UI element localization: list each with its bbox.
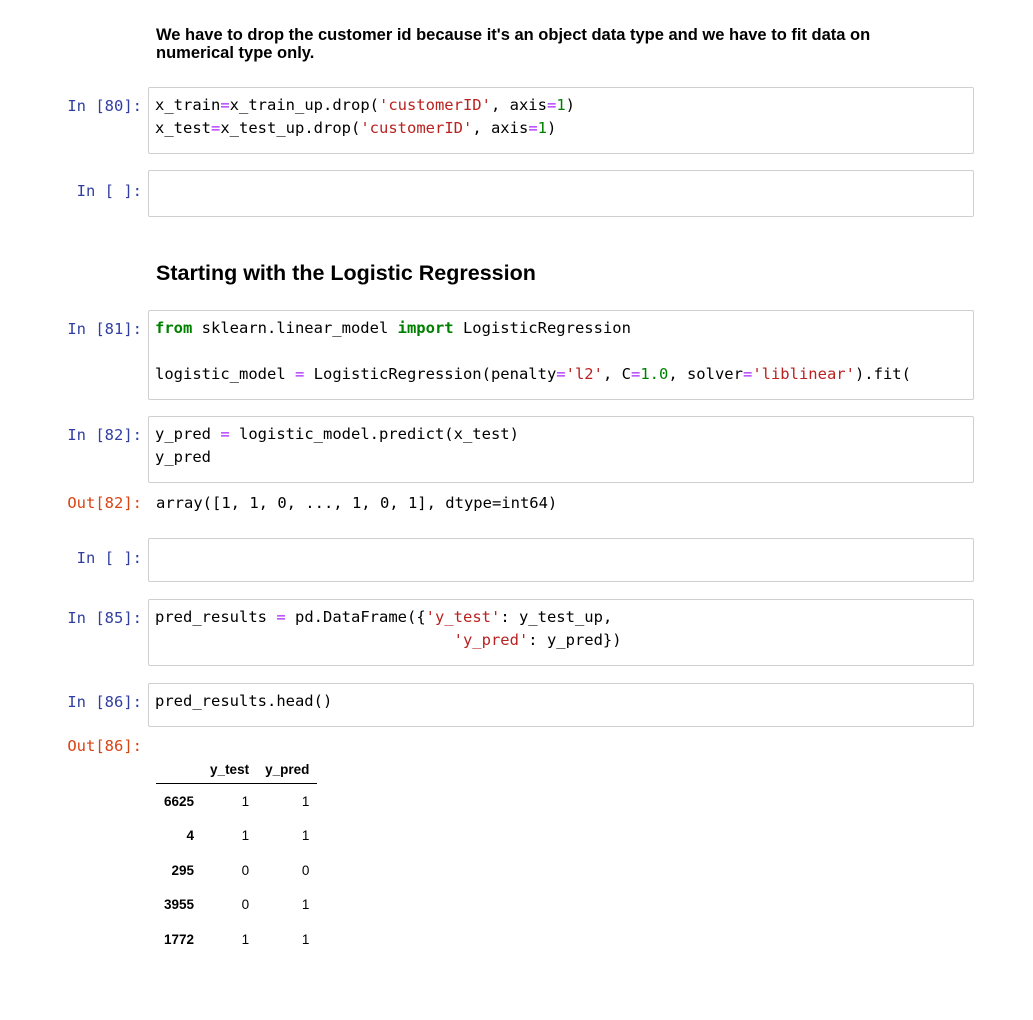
code-token: , axis xyxy=(490,96,547,114)
code-content: from sklearn.linear_model import Logisti… xyxy=(149,311,973,386)
code-input-area[interactable]: y_pred = logistic_model.predict(x_test) … xyxy=(148,416,974,483)
code-operator: = xyxy=(220,425,230,443)
index-header xyxy=(156,755,203,784)
row-index: 295 xyxy=(171,862,195,878)
code-string: 'l2' xyxy=(565,365,603,383)
column-header-y-pred: y_pred xyxy=(257,755,318,784)
table-row: 3955 0 1 xyxy=(156,888,317,923)
input-prompt: In [86]: xyxy=(67,693,142,711)
code-token: ).fit( xyxy=(854,365,911,383)
code-operator: = xyxy=(220,96,230,114)
code-operator: = xyxy=(546,96,557,114)
code-string: 'customerID' xyxy=(378,96,491,114)
code-token: LogisticRegression(penalty xyxy=(304,365,557,383)
dataframe-output-table: y_test y_pred 6625 1 1 4 1 1 295 0 0 395… xyxy=(156,755,318,957)
cell-output-text: array([1, 1, 0, ..., 1, 0, 1], dtype=int… xyxy=(156,494,558,512)
input-prompt: In [ ]: xyxy=(76,182,142,200)
code-input-area[interactable]: pred_results = pd.DataFrame({'y_test': y… xyxy=(148,599,974,666)
markdown-text-line: We have to drop the customer id because … xyxy=(156,26,871,44)
code-token: x_train_up.drop( xyxy=(229,96,379,114)
table-row: 1772 1 1 xyxy=(156,922,317,957)
code-operator: = xyxy=(742,365,753,383)
code-token: ) xyxy=(547,119,557,137)
code-keyword: from xyxy=(155,319,193,337)
cell-y-pred: 1 xyxy=(301,931,310,947)
code-string: 'liblinear' xyxy=(752,365,855,383)
code-operator: = xyxy=(556,365,566,383)
markdown-text-line: numerical type only. xyxy=(156,44,315,62)
code-token: x_train xyxy=(155,96,221,114)
input-prompt: In [80]: xyxy=(67,97,142,115)
code-content: pred_results = pd.DataFrame({'y_test': y… xyxy=(149,600,973,652)
code-token: x_test_up.drop( xyxy=(220,119,361,137)
row-index: 3955 xyxy=(164,897,195,913)
code-operator: = xyxy=(276,608,286,626)
code-token: ) xyxy=(565,96,575,114)
code-operator: = xyxy=(211,119,221,137)
code-input-area[interactable] xyxy=(148,538,974,582)
code-input-area[interactable]: from sklearn.linear_model import Logisti… xyxy=(148,310,974,400)
code-token: : y_test_up, xyxy=(500,608,613,626)
cell-y-test: 0 xyxy=(241,862,250,878)
code-token: logistic_model.predict(x_test) xyxy=(229,425,519,443)
code-token: sklearn.linear_model xyxy=(192,319,398,337)
row-index: 4 xyxy=(186,828,195,844)
code-operator: = xyxy=(630,365,641,383)
code-token: x_test xyxy=(155,119,211,137)
table-row: 6625 1 1 xyxy=(156,784,317,819)
output-prompt: Out[86]: xyxy=(67,737,142,755)
cell-y-test: 1 xyxy=(241,793,250,809)
input-prompt: In [82]: xyxy=(67,426,142,444)
code-token: y_pred xyxy=(155,425,221,443)
row-index: 1772 xyxy=(164,931,195,947)
code-token: logistic_model xyxy=(155,365,295,383)
code-token: , solver xyxy=(668,365,743,383)
input-prompt: In [81]: xyxy=(67,320,142,338)
cell-y-pred: 1 xyxy=(301,793,310,809)
code-token: pd.DataFrame({ xyxy=(285,608,426,626)
cell-y-pred: 1 xyxy=(301,828,310,844)
code-content: pred_results.head() xyxy=(155,692,333,710)
table-row: 4 1 1 xyxy=(156,819,317,854)
code-token: , axis xyxy=(472,119,529,137)
code-token: y_pred xyxy=(155,448,211,466)
column-header-y-test: y_test xyxy=(202,755,258,784)
input-prompt: In [85]: xyxy=(67,609,142,627)
cell-y-test: 0 xyxy=(241,897,250,913)
code-content: x_train=x_train_up.drop('customerID', ax… xyxy=(149,88,973,140)
cell-y-pred: 0 xyxy=(301,862,310,878)
output-prompt: Out[82]: xyxy=(67,494,142,512)
code-content: y_pred = logistic_model.predict(x_test) … xyxy=(149,417,973,469)
code-number: 1.0 xyxy=(640,365,669,383)
code-indent xyxy=(155,631,454,649)
code-input-area[interactable]: pred_results.head() xyxy=(148,683,974,727)
table-header-row: y_test y_pred xyxy=(156,755,318,784)
markdown-cell-drop-note: We have to drop the customer id because … xyxy=(156,26,976,62)
code-operator: = xyxy=(294,365,305,383)
markdown-heading: Starting with the Logistic Regression xyxy=(156,261,536,285)
input-prompt: In [ ]: xyxy=(76,549,142,567)
code-token: LogisticRegression xyxy=(453,319,631,337)
cell-y-test: 1 xyxy=(241,828,250,844)
code-keyword: import xyxy=(397,319,454,337)
code-string: 'y_test' xyxy=(425,608,501,626)
cell-y-pred: 1 xyxy=(301,897,310,913)
code-token: : y_pred}) xyxy=(528,631,622,649)
code-string: 'y_pred' xyxy=(453,631,529,649)
code-number: 1 xyxy=(537,119,547,137)
code-token: pred_results xyxy=(155,608,277,626)
code-number: 1 xyxy=(556,96,566,114)
code-operator: = xyxy=(528,119,538,137)
code-input-area[interactable] xyxy=(148,170,974,217)
code-string: 'customerID' xyxy=(360,119,473,137)
code-token: , C xyxy=(602,365,631,383)
code-input-area[interactable]: x_train=x_train_up.drop('customerID', ax… xyxy=(148,87,974,154)
row-index: 6625 xyxy=(164,793,195,809)
cell-y-test: 1 xyxy=(241,931,250,947)
table-row: 295 0 0 xyxy=(156,853,317,888)
